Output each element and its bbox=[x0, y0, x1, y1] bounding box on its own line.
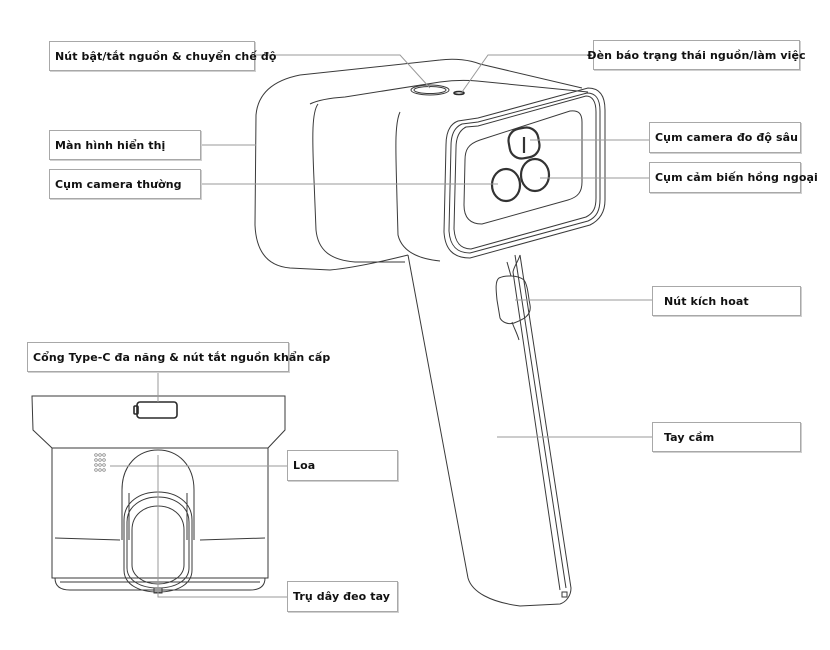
device-rear-view bbox=[31, 395, 286, 594]
power-button-shape bbox=[410, 84, 450, 96]
callout-status-led: Đèn báo trạng thái nguồn/làm việc bbox=[587, 40, 806, 70]
callout-strap-post-text: Trụ dây đeo tay bbox=[293, 590, 391, 603]
lens-window bbox=[463, 110, 583, 225]
callout-handle-text: Tay cầm bbox=[664, 430, 715, 444]
callout-speaker: Loa bbox=[287, 450, 398, 481]
rear-handle bbox=[121, 449, 195, 540]
callout-speaker-text: Loa bbox=[293, 459, 316, 472]
speaker-grille bbox=[94, 453, 106, 472]
callout-normal-camera-text: Cụm camera thường bbox=[55, 177, 182, 191]
callout-status-led-text: Đèn báo trạng thái nguồn/làm việc bbox=[587, 48, 806, 62]
camera-bezel bbox=[443, 87, 606, 259]
callout-depth-camera-text: Cụm camera đo độ sâu bbox=[655, 131, 799, 144]
callout-power-button: Nút bật/tắt nguồn & chuyển chế độ bbox=[49, 41, 276, 71]
callout-ir-sensor-text: Cụm cảm biến hồng ngoại bbox=[655, 171, 818, 184]
device-body bbox=[299, 58, 583, 89]
callout-strap-post: Trụ dây đeo tay bbox=[287, 581, 398, 612]
device-main-view bbox=[254, 58, 606, 607]
normal-camera-lens bbox=[490, 167, 522, 203]
callout-trigger-text: Nút kích hoat bbox=[664, 294, 749, 308]
trigger-shape bbox=[495, 275, 531, 325]
leader-lines bbox=[110, 54, 655, 598]
callout-power-button-text: Nút bật/tắt nguồn & chuyển chế độ bbox=[55, 49, 277, 63]
callout-depth-camera: Cụm camera đo độ sâu bbox=[649, 122, 801, 153]
ir-sensor-lens bbox=[519, 157, 551, 193]
callout-normal-camera: Cụm camera thường bbox=[49, 169, 201, 199]
callout-display-text: Màn hình hiển thị bbox=[55, 138, 166, 152]
usb-c-port-shape bbox=[136, 401, 178, 419]
callout-trigger: Nút kích hoat bbox=[652, 286, 801, 316]
callout-usb-c-port-text: Cổng Type-C đa năng & nút tắt nguồn khẩn… bbox=[33, 350, 331, 364]
rear-top-housing bbox=[31, 395, 286, 579]
callout-ir-sensor: Cụm cảm biến hồng ngoại bbox=[649, 162, 818, 193]
status-led-shape bbox=[453, 90, 465, 96]
callout-display: Màn hình hiển thị bbox=[49, 130, 201, 160]
callout-handle: Tay cầm bbox=[652, 422, 801, 452]
handle-shape bbox=[407, 254, 572, 607]
callout-usb-c-port: Cổng Type-C đa năng & nút tắt nguồn khẩn… bbox=[27, 342, 330, 372]
display-housing bbox=[254, 74, 409, 271]
